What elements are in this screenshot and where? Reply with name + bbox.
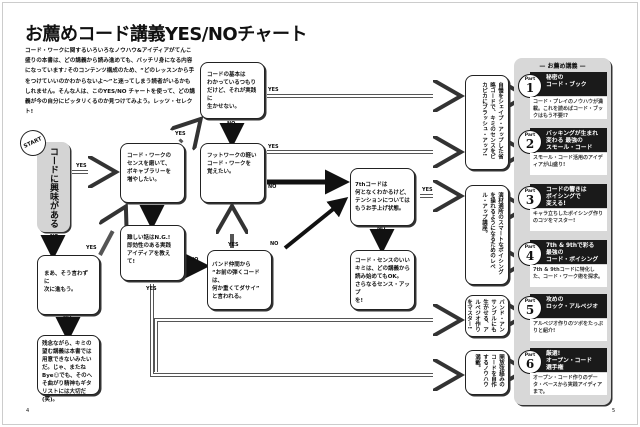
result-box: 開放弦絡みのコードを自作するノウハウ満載。 <box>465 350 509 395</box>
part-title: 秘密の コード・ブック <box>530 72 607 96</box>
part-description: キャラ立ちしたボイシング作りのコツをマスター! <box>530 209 607 231</box>
box-muzukashii: 難しい話はN.G.! 即効性のある実践 アイディアを教えて! <box>120 225 185 281</box>
page-title: お薦めコード講義YES/NOチャート <box>25 24 308 45</box>
part-label: Part <box>524 77 536 82</box>
part-label: Part <box>524 133 536 138</box>
label-no: NO <box>50 234 59 240</box>
box-band: バンド仲間から “お前の弾くコードは、 何か重くてダサイ” と言われる。 <box>207 250 272 310</box>
part-number: 5 <box>525 303 535 317</box>
label-no: NO <box>227 121 236 127</box>
part-description: オープン・コード作りのデータ・ベースから実践アイディアまで。 <box>530 373 607 395</box>
label-yes: YES <box>76 163 87 169</box>
box-seventh: 7thコードは 何となくわかるけど、 テンションについては もうお手上げ状態。 <box>350 168 415 226</box>
part-description: 7th & 9thコードに特化した、コード・ワーク術を探求。 <box>530 265 607 287</box>
part-title: 攻めの ロック・アルペジオ <box>530 294 607 318</box>
label-no: NO <box>63 315 72 321</box>
part-title: 7th & 9thで彩る 最強の コード・ボイシング <box>530 240 607 264</box>
part-description: コード・プレイのノウハウが満載。これを読めばコード・ブックはもう不要!? <box>530 97 607 119</box>
part-number: 6 <box>525 357 535 371</box>
page-number-left: 4 <box>26 408 30 414</box>
start-question: コードに興味がある <box>37 142 70 232</box>
intro-text: コード・ワークに関するいろいろなノウハウ&アイディアがてんこ盛りの本書は、どの講… <box>25 48 195 116</box>
box-maa: まあ、そう言わずに 次に進もう。 <box>37 255 100 315</box>
label-no: NO <box>147 205 156 211</box>
part-title: 厳選! オープン・コード 選手権 <box>530 348 607 372</box>
part-number: 2 <box>525 137 535 151</box>
arrow-band-no <box>283 196 349 250</box>
result-box: 自慢をシェイプ・アップした省略コードで、キミのセンスをピカピカにブラッシュ・アッ… <box>465 75 509 170</box>
part-label: Part <box>524 299 536 304</box>
label-no: NO <box>190 257 199 263</box>
label-yes: YES <box>228 242 239 248</box>
box-sense: コード・ワークの センスを磨いて、 ボキャブラリーを 増やしたい。 <box>120 143 185 203</box>
part-number: 1 <box>525 81 535 95</box>
part-title: コードの響きは ボイシングで 変える! <box>530 184 607 208</box>
box-footwork: フットワークの軽い コード・ワークを 覚えたい。 <box>200 143 265 203</box>
label-yes: YES <box>175 131 186 137</box>
label-yes: YES <box>268 144 279 150</box>
part-title: バッキングが生まれ 変わる 最強の スモール・コード <box>530 128 607 152</box>
part-description: アルペジオ作りのツボをたっぷりと紹介! <box>530 319 607 341</box>
part-number: 4 <box>525 249 535 263</box>
part-label: Part <box>524 245 536 250</box>
panel-title: — お薦め講義 — <box>539 63 586 70</box>
box-good-sense: コード・センスのいい キミは、どの講義から 読み始めてもOK。 さらなるセンス・… <box>350 250 415 310</box>
label-no: NO <box>377 226 386 232</box>
box-zannen: 残念ながら、キミの望む講義は本書では用意できないみたいだ。じゃ、またね Bye☺… <box>37 335 100 403</box>
label-yes: YES <box>86 245 97 251</box>
arrow-maa-yes <box>98 210 124 256</box>
part-label: Part <box>524 353 536 358</box>
part-number: 3 <box>525 193 535 207</box>
result-box: 演材適所のスマートなボイシングを操れるようになるためのレベル・アップ講座。 <box>465 185 509 285</box>
arrow-to-part5 <box>154 320 457 372</box>
arrow-sense-yes <box>180 122 198 142</box>
part-description: スモール・コード活用のアイディアが山盛り! <box>530 153 607 175</box>
result-box: バンド・アンサンブルにも生かせる、アルペジオ作りをマスター! <box>465 295 509 337</box>
label-no: NO <box>268 184 277 190</box>
page-number-right: 5 <box>612 408 616 414</box>
label-yes: YES <box>146 286 157 292</box>
label-no: NO <box>270 241 279 247</box>
label-yes: YES <box>268 87 279 93</box>
label-yes: YES <box>422 187 433 193</box>
box-basics: コードの基本は わかっているつもり だけど、それが実践に 生かせない。 <box>200 62 265 119</box>
part-label: Part <box>524 189 536 194</box>
